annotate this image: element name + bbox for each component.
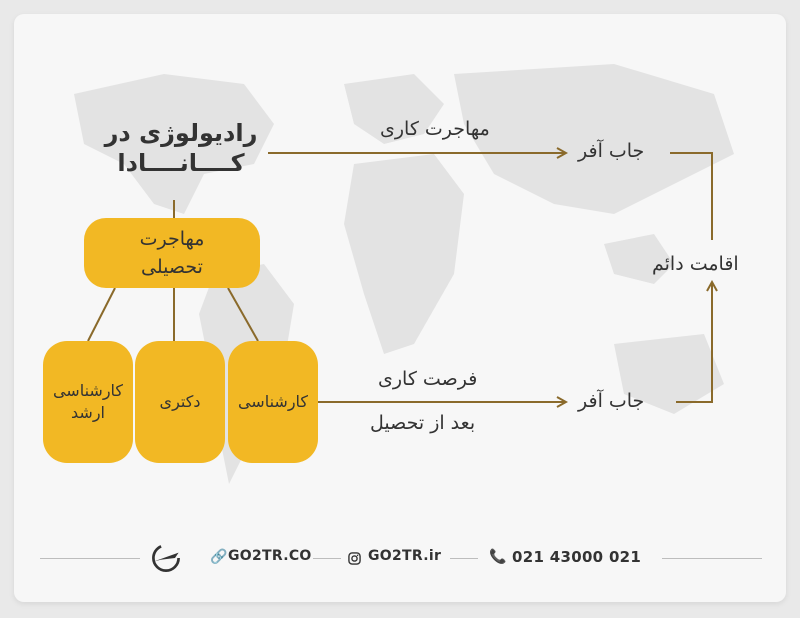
bottom-job-offer: جاب آفر — [578, 390, 645, 412]
footer-divider-2 — [450, 558, 478, 559]
bottom-route-label-2: بعد از تحصیل — [370, 412, 476, 434]
plane-logo-icon — [152, 544, 180, 572]
title-line-2: کــــانــــادا — [117, 149, 245, 177]
website-text[interactable]: GO2TR.CO — [228, 548, 312, 564]
top-job-offer: جاب آفر — [578, 140, 645, 162]
top-to-result-line — [670, 152, 713, 240]
phone-icon: 📞 — [489, 549, 507, 565]
masters-line-2: ارشد — [71, 403, 105, 422]
title-line-1: رادیولوژی در — [104, 119, 258, 147]
study-migration-node: مهاجرت تحصیلی — [84, 218, 260, 288]
masters-line-1: کارشناسی — [52, 381, 124, 400]
top-route-label: مهاجرت کاری — [380, 118, 490, 140]
study-to-bachelors-line — [227, 287, 259, 342]
bottom-route-label-1: فرصت کاری — [378, 368, 478, 390]
bottom-to-result-arrow — [676, 282, 712, 403]
phone-number[interactable]: 021 43000 021 — [512, 548, 642, 566]
phd-node: دکتری — [135, 341, 225, 463]
bachelors-label: کارشناسی — [237, 392, 309, 411]
footer: 🔗 GO2TR.CO GO2TR.ir 📞 021 43000 021 — [0, 538, 800, 578]
phd-label: دکتری — [159, 392, 201, 411]
footer-divider-1 — [313, 558, 341, 559]
footer-divider-right — [662, 558, 762, 559]
study-migration-line-2: تحصیلی — [141, 256, 203, 278]
instagram-handle[interactable]: GO2TR.ir — [368, 548, 442, 564]
bachelors-node: کارشناسی — [228, 341, 318, 463]
permanent-residency-label: اقامت دائم — [652, 253, 739, 275]
study-to-masters-line — [87, 287, 116, 342]
diagram-title: رادیولوژی در کــــانــــادا — [96, 118, 266, 178]
instagram-icon — [348, 552, 361, 565]
masters-node: کارشناسی ارشد — [43, 341, 133, 463]
link-icon: 🔗 — [210, 549, 228, 565]
footer-divider-left — [40, 558, 140, 559]
study-migration-line-1: مهاجرت — [139, 228, 205, 250]
